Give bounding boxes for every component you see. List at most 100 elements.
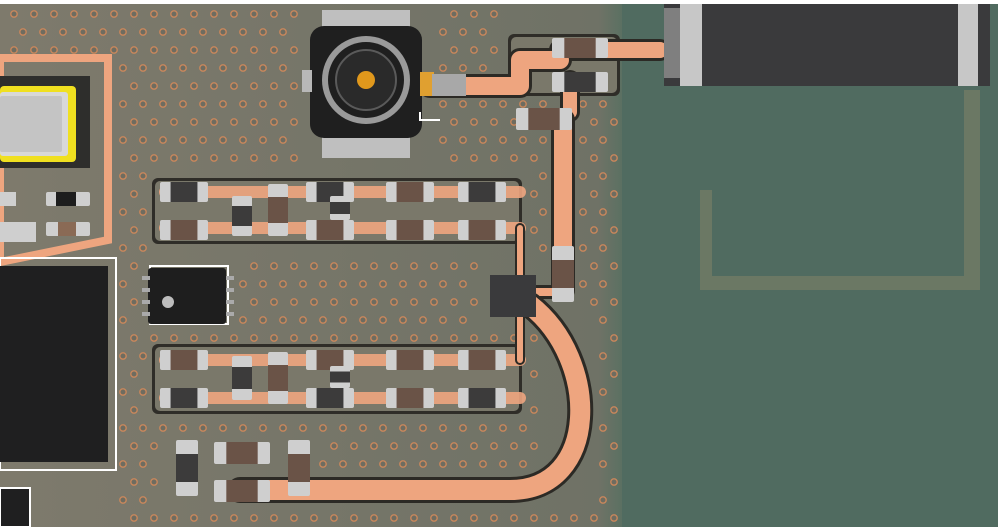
via	[90, 10, 98, 18]
smd-component	[552, 72, 608, 92]
via	[130, 442, 138, 450]
via	[350, 334, 358, 342]
via	[410, 262, 418, 270]
via	[399, 280, 407, 288]
via	[119, 424, 127, 432]
via	[479, 424, 487, 432]
via	[119, 208, 127, 216]
via	[470, 262, 478, 270]
via	[210, 334, 218, 342]
via	[550, 514, 558, 522]
via	[59, 28, 67, 36]
via	[530, 154, 538, 162]
smd-component	[306, 350, 354, 370]
via	[410, 514, 418, 522]
antenna-keepout	[622, 4, 998, 527]
via	[519, 100, 527, 108]
via	[250, 514, 258, 522]
via	[119, 496, 127, 504]
via	[170, 10, 178, 18]
via	[150, 154, 158, 162]
via	[250, 118, 258, 126]
smd-component	[330, 196, 350, 220]
via	[90, 46, 98, 54]
via	[179, 100, 187, 108]
via	[170, 514, 178, 522]
via	[530, 334, 538, 342]
via	[139, 136, 147, 144]
via	[270, 46, 278, 54]
smd-component	[458, 350, 506, 370]
via	[150, 46, 158, 54]
via	[319, 424, 327, 432]
via	[39, 28, 47, 36]
via	[230, 46, 238, 54]
left-small-parts	[0, 192, 90, 242]
smd-component	[288, 440, 310, 496]
via	[439, 460, 447, 468]
via	[350, 262, 358, 270]
via	[290, 82, 298, 90]
via	[259, 28, 267, 36]
via	[279, 316, 287, 324]
via	[319, 280, 327, 288]
via	[170, 118, 178, 126]
via	[530, 370, 538, 378]
via	[170, 82, 178, 90]
via	[319, 316, 327, 324]
via	[219, 136, 227, 144]
via	[99, 28, 107, 36]
via	[259, 424, 267, 432]
smd-component	[458, 220, 506, 240]
via	[499, 100, 507, 108]
via	[130, 298, 138, 306]
via	[530, 190, 538, 198]
via	[179, 28, 187, 36]
smd-component	[176, 440, 198, 496]
via	[219, 64, 227, 72]
via	[139, 28, 147, 36]
via	[199, 100, 207, 108]
via	[119, 280, 127, 288]
via	[199, 136, 207, 144]
via	[139, 388, 147, 396]
via	[370, 334, 378, 342]
via	[439, 100, 447, 108]
via	[290, 262, 298, 270]
via	[419, 316, 427, 324]
via	[210, 46, 218, 54]
via	[519, 460, 527, 468]
via	[390, 442, 398, 450]
via	[279, 28, 287, 36]
via	[239, 316, 247, 324]
via	[290, 298, 298, 306]
via	[430, 262, 438, 270]
via	[310, 334, 318, 342]
via	[190, 46, 198, 54]
smd-component	[458, 182, 506, 202]
via	[190, 334, 198, 342]
via	[450, 334, 458, 342]
via	[599, 208, 607, 216]
via	[130, 82, 138, 90]
via	[370, 442, 378, 450]
via	[139, 172, 147, 180]
via	[610, 370, 618, 378]
via	[190, 514, 198, 522]
via	[579, 208, 587, 216]
via	[119, 388, 127, 396]
via	[150, 478, 158, 486]
via	[390, 334, 398, 342]
via	[70, 10, 78, 18]
via	[259, 64, 267, 72]
via	[410, 442, 418, 450]
via	[250, 46, 258, 54]
via	[450, 46, 458, 54]
via	[210, 118, 218, 126]
via	[270, 298, 278, 306]
via	[150, 82, 158, 90]
smd-component	[160, 220, 208, 240]
via	[210, 514, 218, 522]
via	[139, 208, 147, 216]
via	[130, 406, 138, 414]
